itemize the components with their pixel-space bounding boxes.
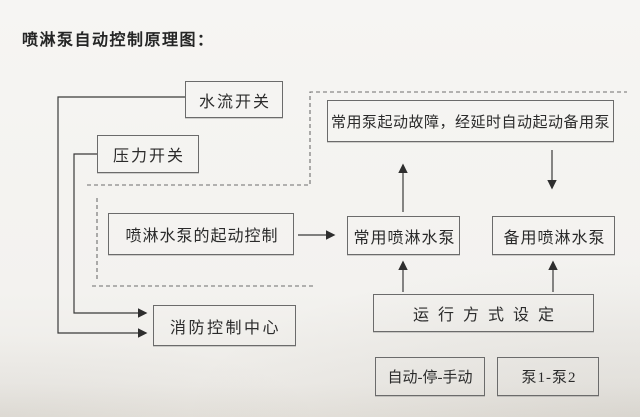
node-fault-note: 常用泵起动故障，经延时自动起动备用泵 [327,100,614,142]
node-water-flow-switch: 水流开关 [185,81,283,118]
connector-pressure-to-firecenter [73,153,148,318]
node-fire-control-center: 消防控制中心 [153,305,296,346]
node-pressure-switch: 压力开关 [97,135,199,173]
node-pump1-pump2: 泵1-泵2 [497,357,599,396]
node-auto-stop-manual: 自动-停-手动 [375,357,485,396]
node-mode-setting: 运行方式设定 [373,294,594,332]
dashed-boundary-upper [87,91,627,186]
node-main-pump: 常用喷淋水泵 [347,216,460,255]
node-backup-pump: 备用喷淋水泵 [492,216,615,255]
node-start-control: 喷淋水泵的起动控制 [108,213,294,255]
connector-waterflow-to-firecenter [57,96,185,338]
page-title: 喷淋泵自动控制原理图： [22,32,215,49]
